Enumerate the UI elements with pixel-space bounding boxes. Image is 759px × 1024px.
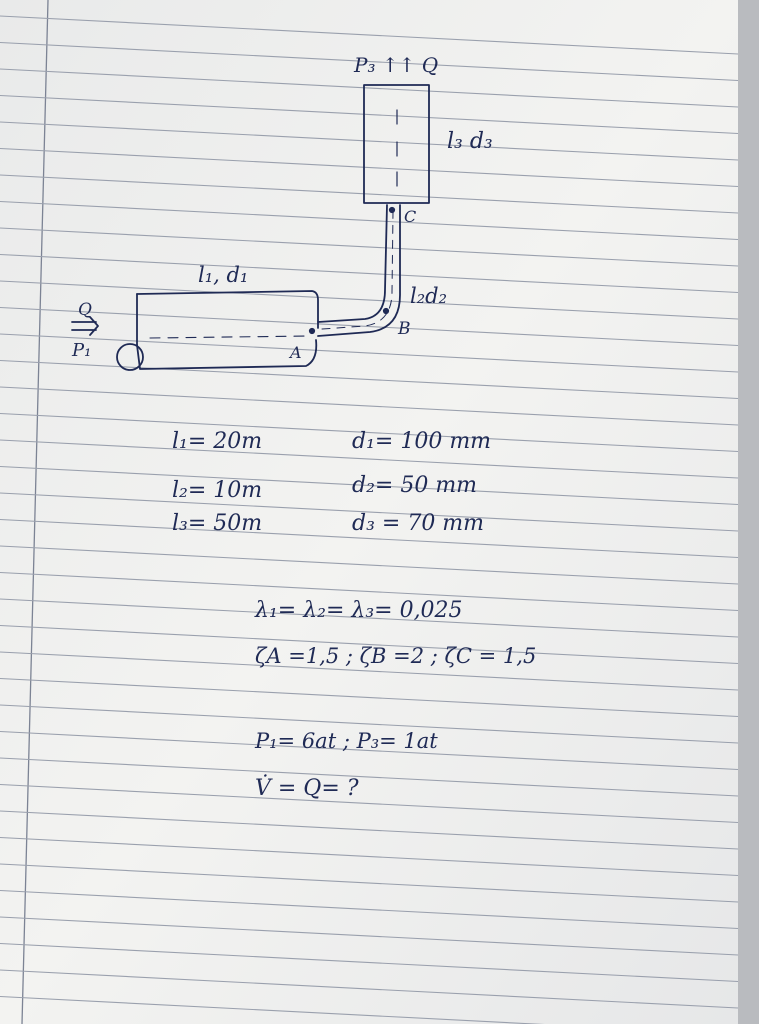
point-a-label: A xyxy=(288,343,302,362)
unknown-flow: V̇ = Q= ? xyxy=(255,775,359,801)
point-a-dot xyxy=(308,327,316,335)
ruled-line xyxy=(0,704,739,744)
ruled-line xyxy=(0,200,739,241)
given-pressures: P₁= 6at ; P₃= 1at xyxy=(254,729,438,753)
inlet-arrow xyxy=(71,316,99,336)
ruled-line xyxy=(0,651,739,691)
inlet-p-label: P₁ xyxy=(71,340,91,361)
ruled-line xyxy=(0,465,739,506)
ruled-line xyxy=(0,386,739,426)
left-margin-line xyxy=(21,0,49,1024)
given-d3: d₃ = 70 mm xyxy=(352,511,484,536)
ruled-line xyxy=(0,624,739,665)
point-b-label: B xyxy=(397,319,411,339)
given-l3: l₃= 50m xyxy=(172,511,262,536)
ruled-line xyxy=(0,969,739,1009)
pipe-1-label: l₁, d₁ xyxy=(198,263,248,287)
ruled-line xyxy=(0,174,739,214)
ruled-line xyxy=(0,757,739,797)
given-l2: l₂= 10m xyxy=(172,478,262,503)
right-edge-shadow xyxy=(738,0,759,1024)
upper-tank xyxy=(363,84,430,204)
point-c-label: C xyxy=(404,207,416,226)
pipe-1-centerline xyxy=(149,335,311,339)
inlet-valve xyxy=(116,343,144,371)
ruled-line xyxy=(0,545,739,585)
ruled-line xyxy=(0,783,739,824)
given-d1: d₁= 100 mm xyxy=(352,429,491,454)
pipe-1-bottom xyxy=(136,339,318,370)
ruled-line xyxy=(0,571,739,612)
ruled-line xyxy=(0,15,739,55)
ruled-line xyxy=(0,916,739,956)
pipe-3-label: l₃ d₃ xyxy=(447,129,493,154)
ruled-line xyxy=(0,518,739,559)
pipe-2-outer xyxy=(317,204,388,323)
ruled-line xyxy=(0,836,739,877)
ruled-line xyxy=(0,995,545,1024)
given-zeta: ζA =1,5 ; ζB =2 ; ζC = 1,5 xyxy=(255,644,536,668)
ruled-line xyxy=(0,412,739,453)
point-b-dot xyxy=(382,307,390,315)
ruled-line xyxy=(0,359,739,400)
ruled-line xyxy=(0,41,739,82)
given-d2: d₂= 50 mm xyxy=(352,473,477,498)
pipe-2-inner xyxy=(317,204,401,337)
ruled-line xyxy=(0,492,739,532)
ruled-line xyxy=(0,810,739,850)
ruled-line xyxy=(0,863,739,903)
ruled-line xyxy=(0,598,739,638)
pipe-2-centerline xyxy=(321,211,394,330)
ruled-line xyxy=(0,280,739,320)
ruled-line xyxy=(0,333,739,373)
ruled-line xyxy=(0,227,739,267)
point-c-dot xyxy=(388,206,396,214)
ruled-lines xyxy=(0,15,739,1024)
ruled-line xyxy=(0,730,739,771)
ruled-line xyxy=(0,889,739,930)
ruled-line xyxy=(0,121,739,161)
pipe-2-label: l₂d₂ xyxy=(410,284,447,308)
ruled-line xyxy=(0,68,739,108)
ruled-line xyxy=(0,439,739,479)
given-l1: l₁= 20m xyxy=(172,429,262,454)
ruled-line xyxy=(0,942,739,983)
given-lambda: λ₁= λ₂= λ₃= 0,025 xyxy=(254,598,463,623)
ruled-line xyxy=(0,306,739,347)
pipe-diagram xyxy=(71,84,430,371)
ruled-line xyxy=(0,677,739,718)
pipe-1 xyxy=(136,290,319,329)
ruled-line xyxy=(0,147,739,188)
ruled-line xyxy=(0,253,739,294)
inlet-q-label: Q xyxy=(78,300,92,320)
ruled-line xyxy=(0,94,739,135)
top-label: P₃ ↑↑ Q xyxy=(353,53,438,77)
